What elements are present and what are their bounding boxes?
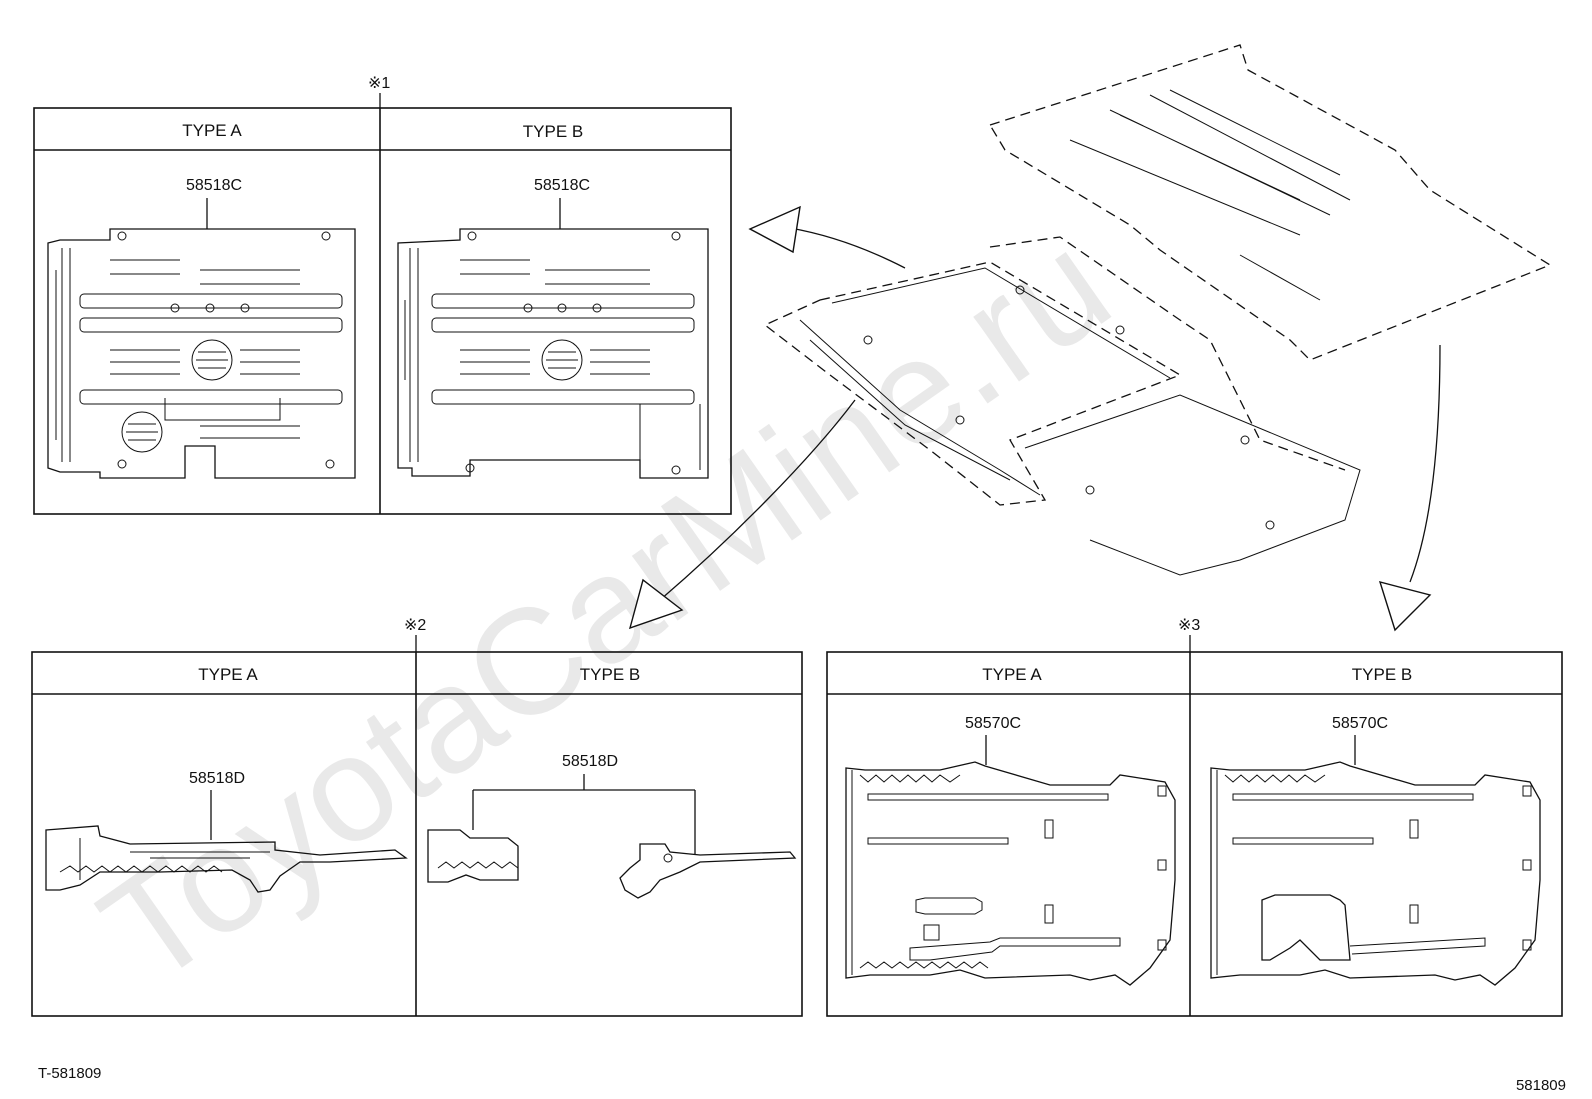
panel-1-type-b-drawing <box>397 228 709 479</box>
panel-2-type-b-header: TYPE B <box>580 665 640 684</box>
floor-assembly-drawing <box>763 44 1552 576</box>
panel-3-type-b-drawing <box>1210 761 1541 986</box>
panel-2-type-a-part: 58518D <box>189 770 245 787</box>
panel-1-type-b-header: TYPE B <box>523 122 583 141</box>
panel-1-type-b-part: 58518C <box>534 177 590 194</box>
footer-left-code: T-581809 <box>38 1065 101 1082</box>
panel-1-type-a-header: TYPE A <box>182 121 242 140</box>
panel-2-type-b-drawing <box>427 829 797 899</box>
panel-2-marker: ※2 <box>404 617 426 634</box>
panel-1-type-a-drawing <box>47 228 356 479</box>
arrow-to-panel-2 <box>628 399 856 630</box>
panel-3-type-b-part: 58570C <box>1332 715 1388 732</box>
panel-1-type-a-part: 58518C <box>186 177 242 194</box>
panel-3-marker: ※3 <box>1178 617 1200 634</box>
panel-3-type-a-part: 58570C <box>965 715 1021 732</box>
panel-3-type-a-header: TYPE A <box>982 665 1042 684</box>
panel-3-type-a-drawing <box>845 761 1176 986</box>
arrow-to-panel-1 <box>748 205 906 269</box>
panel-2-type-a-drawing <box>45 825 408 893</box>
panel-2-type-b-part: 58518D <box>562 753 618 770</box>
footer-right-code: 581809 <box>1516 1077 1566 1094</box>
panel-3: ※3 TYPE A TYPE B 58570C 58570C <box>826 617 1563 1017</box>
panel-1-marker: ※1 <box>368 75 390 92</box>
panel-2: ※2 TYPE A TYPE B 58518D 58518D <box>31 617 803 1017</box>
watermark: ToyotaCarMine.ru <box>72 200 1138 1017</box>
panel-2-type-a-header: TYPE A <box>198 665 258 684</box>
panel-1: ※1 TYPE A TYPE B 58518C 58518C <box>33 75 732 515</box>
arrow-to-panel-3 <box>1378 344 1441 632</box>
panel-3-type-b-header: TYPE B <box>1352 665 1412 684</box>
